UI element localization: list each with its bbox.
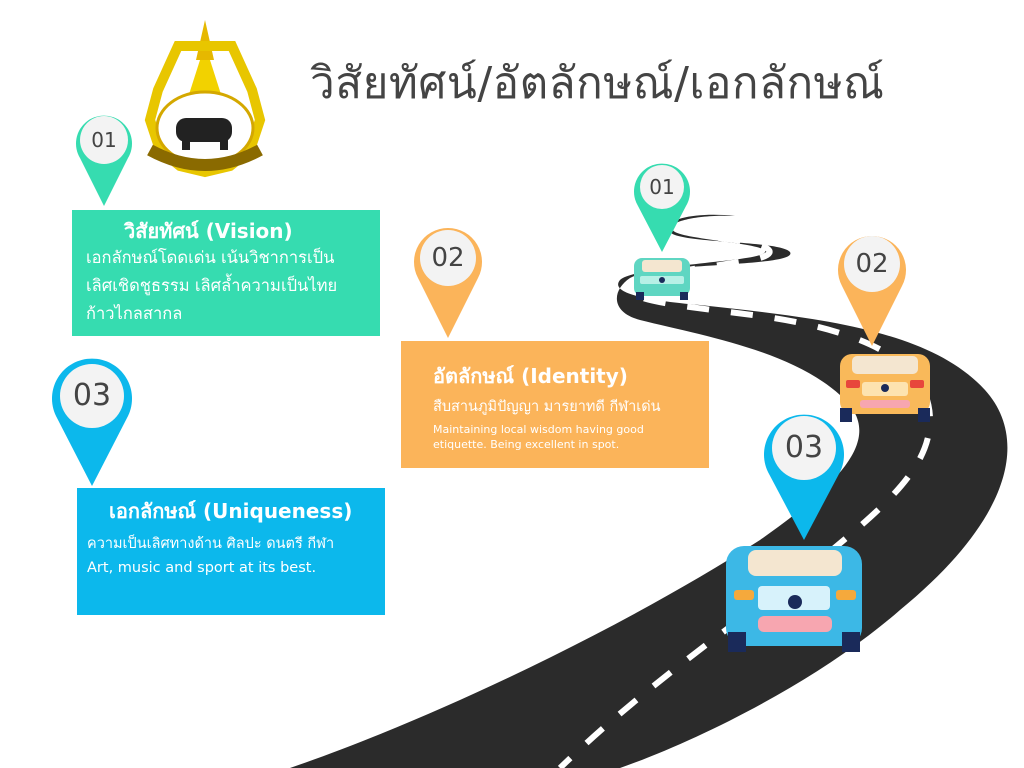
pin-02-road	[838, 236, 906, 346]
identity-line-2: Maintaining local wisdom having good	[433, 423, 644, 436]
identity-line-3: etiquette. Being excellent in spot.	[433, 438, 620, 451]
vision-card: วิสัยทัศน์ (Vision) เอกลักษณ์โดดเด่น เน้…	[72, 210, 380, 336]
orange-car	[840, 354, 930, 422]
pin-02-left	[413, 227, 483, 338]
green-car	[634, 258, 690, 300]
vision-heading: วิสัยทัศน์ (Vision)	[124, 219, 293, 243]
road-pin-02-label: 02	[855, 249, 889, 279]
pin-01-label: 01	[91, 128, 117, 152]
identity-heading: อัตลักษณ์ (Identity)	[433, 364, 628, 388]
page-title: วิสัยทัศน์/อัตลักษณ์/เอกลักษณ์	[310, 58, 885, 109]
vision-line-2: เลิศเชิดชูธรรม เลิศล้ำความเป็นไทย	[86, 276, 338, 295]
pin-03-label: 03	[72, 378, 112, 413]
pin-03-road	[764, 414, 844, 540]
vision-line-3: ก้าวไกลสากล	[86, 304, 183, 323]
identity-card: อัตลักษณ์ (Identity) สืบสานภูมิปัญญา มาร…	[401, 341, 709, 468]
road-pin-03-label: 03	[784, 430, 824, 465]
road-pin-01-label: 01	[649, 175, 675, 199]
pin-01-road	[634, 163, 691, 252]
pin-02-label: 02	[431, 243, 465, 273]
identity-line-1: สืบสานภูมิปัญญา มารยาทดี กีฬาเด่น	[433, 399, 661, 415]
uniqueness-line-2: Art, music and sport at its best.	[87, 560, 317, 576]
vision-line-1: เอกลักษณ์โดดเด่น เน้นวิชาการเป็น	[86, 248, 335, 267]
uniqueness-heading: เอกลักษณ์ (Uniqueness)	[109, 499, 353, 523]
pin-01-left	[76, 115, 132, 206]
uniqueness-line-1: ความเป็นเลิศทางด้าน ศิลปะ ดนตรี กีฬา	[87, 536, 335, 552]
road-center-line	[557, 219, 934, 768]
uniqueness-card: เอกลักษณ์ (Uniqueness) ความเป็นเลิศทางด้…	[77, 488, 385, 615]
blue-car	[726, 546, 862, 652]
pin-03-left	[51, 358, 132, 486]
school-emblem-icon	[144, 20, 266, 178]
